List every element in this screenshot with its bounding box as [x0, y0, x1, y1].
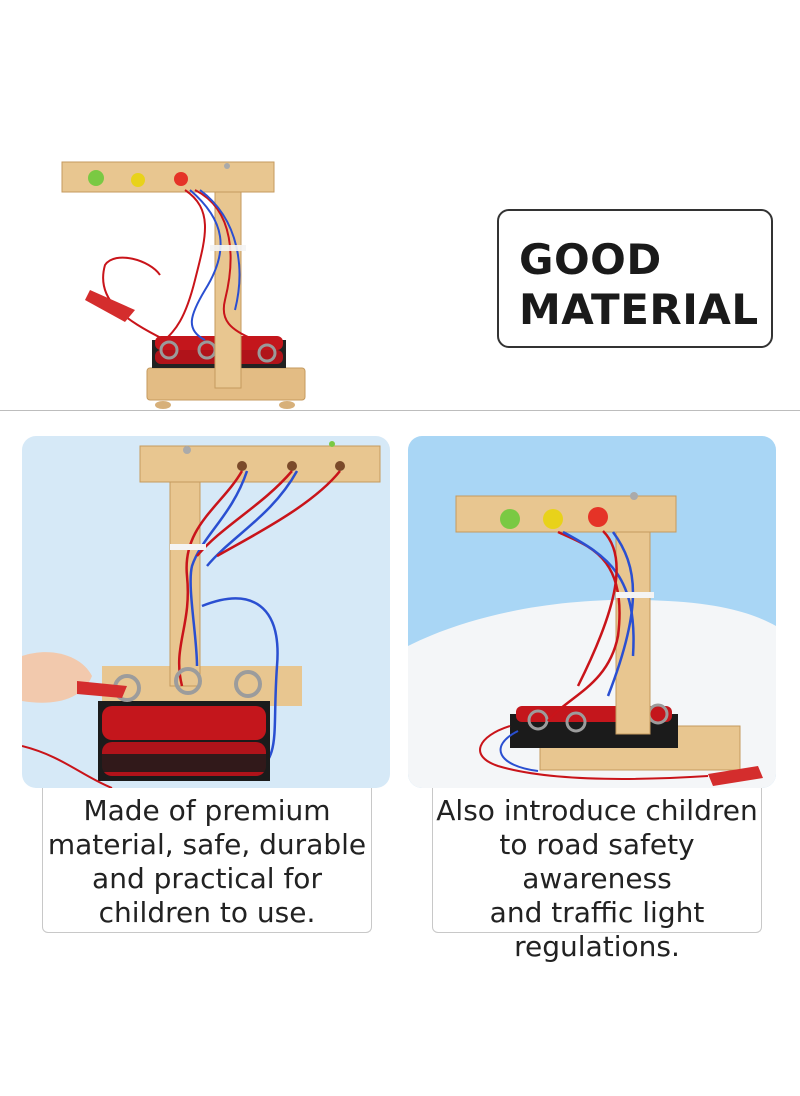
- headline-line-1: GOOD: [519, 235, 662, 284]
- left-panel-image: [22, 436, 390, 788]
- headline-line-2: MATERIAL: [519, 285, 759, 334]
- left-caption: Made of premium material, safe, durable …: [47, 794, 367, 929]
- traffic-light-kit-on-blue-illustration: [408, 492, 776, 788]
- top-product-photo: [55, 150, 315, 412]
- right-caption: Also introduce children to road safety a…: [436, 794, 758, 963]
- right-panel-image: [408, 436, 776, 788]
- traffic-light-kit-illustration: [61, 161, 306, 409]
- traffic-light-kit-closeup-illustration: [22, 441, 381, 788]
- right-caption-box: Also introduce children to road safety a…: [432, 788, 762, 963]
- section-divider: [0, 410, 800, 411]
- left-caption-box: Made of premium material, safe, durable …: [42, 788, 372, 933]
- headline-box: GOOD MATERIAL: [497, 209, 773, 348]
